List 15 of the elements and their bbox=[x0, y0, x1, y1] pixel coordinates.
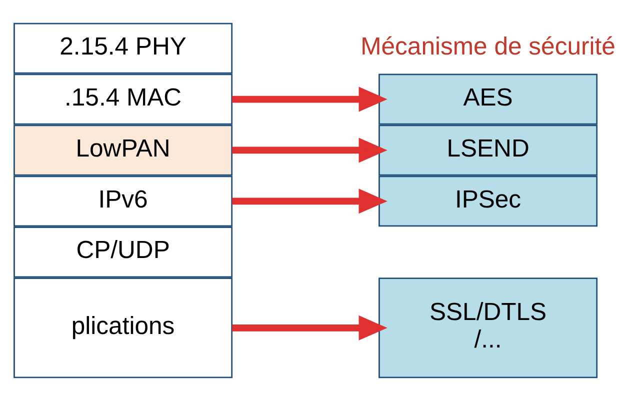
node-box: IPSec bbox=[378, 175, 598, 226]
node-box: LowPAN bbox=[14, 124, 233, 176]
node-box: IPv6 bbox=[14, 175, 233, 226]
node-box: LSEND bbox=[378, 124, 598, 176]
node-box: plications bbox=[14, 277, 233, 378]
arrow bbox=[232, 86, 388, 112]
node-box: CP/UDP bbox=[14, 226, 233, 278]
arrow bbox=[232, 137, 388, 162]
arrow bbox=[232, 314, 388, 340]
label: Mécanisme de sécurité bbox=[360, 32, 616, 60]
node-box: AES bbox=[378, 73, 598, 124]
node-box: .15.4 MAC bbox=[14, 73, 233, 124]
arrow bbox=[232, 188, 388, 214]
node-box: 2.15.4 PHY bbox=[14, 22, 233, 74]
node-box: SSL/DTLS /... bbox=[378, 277, 598, 378]
